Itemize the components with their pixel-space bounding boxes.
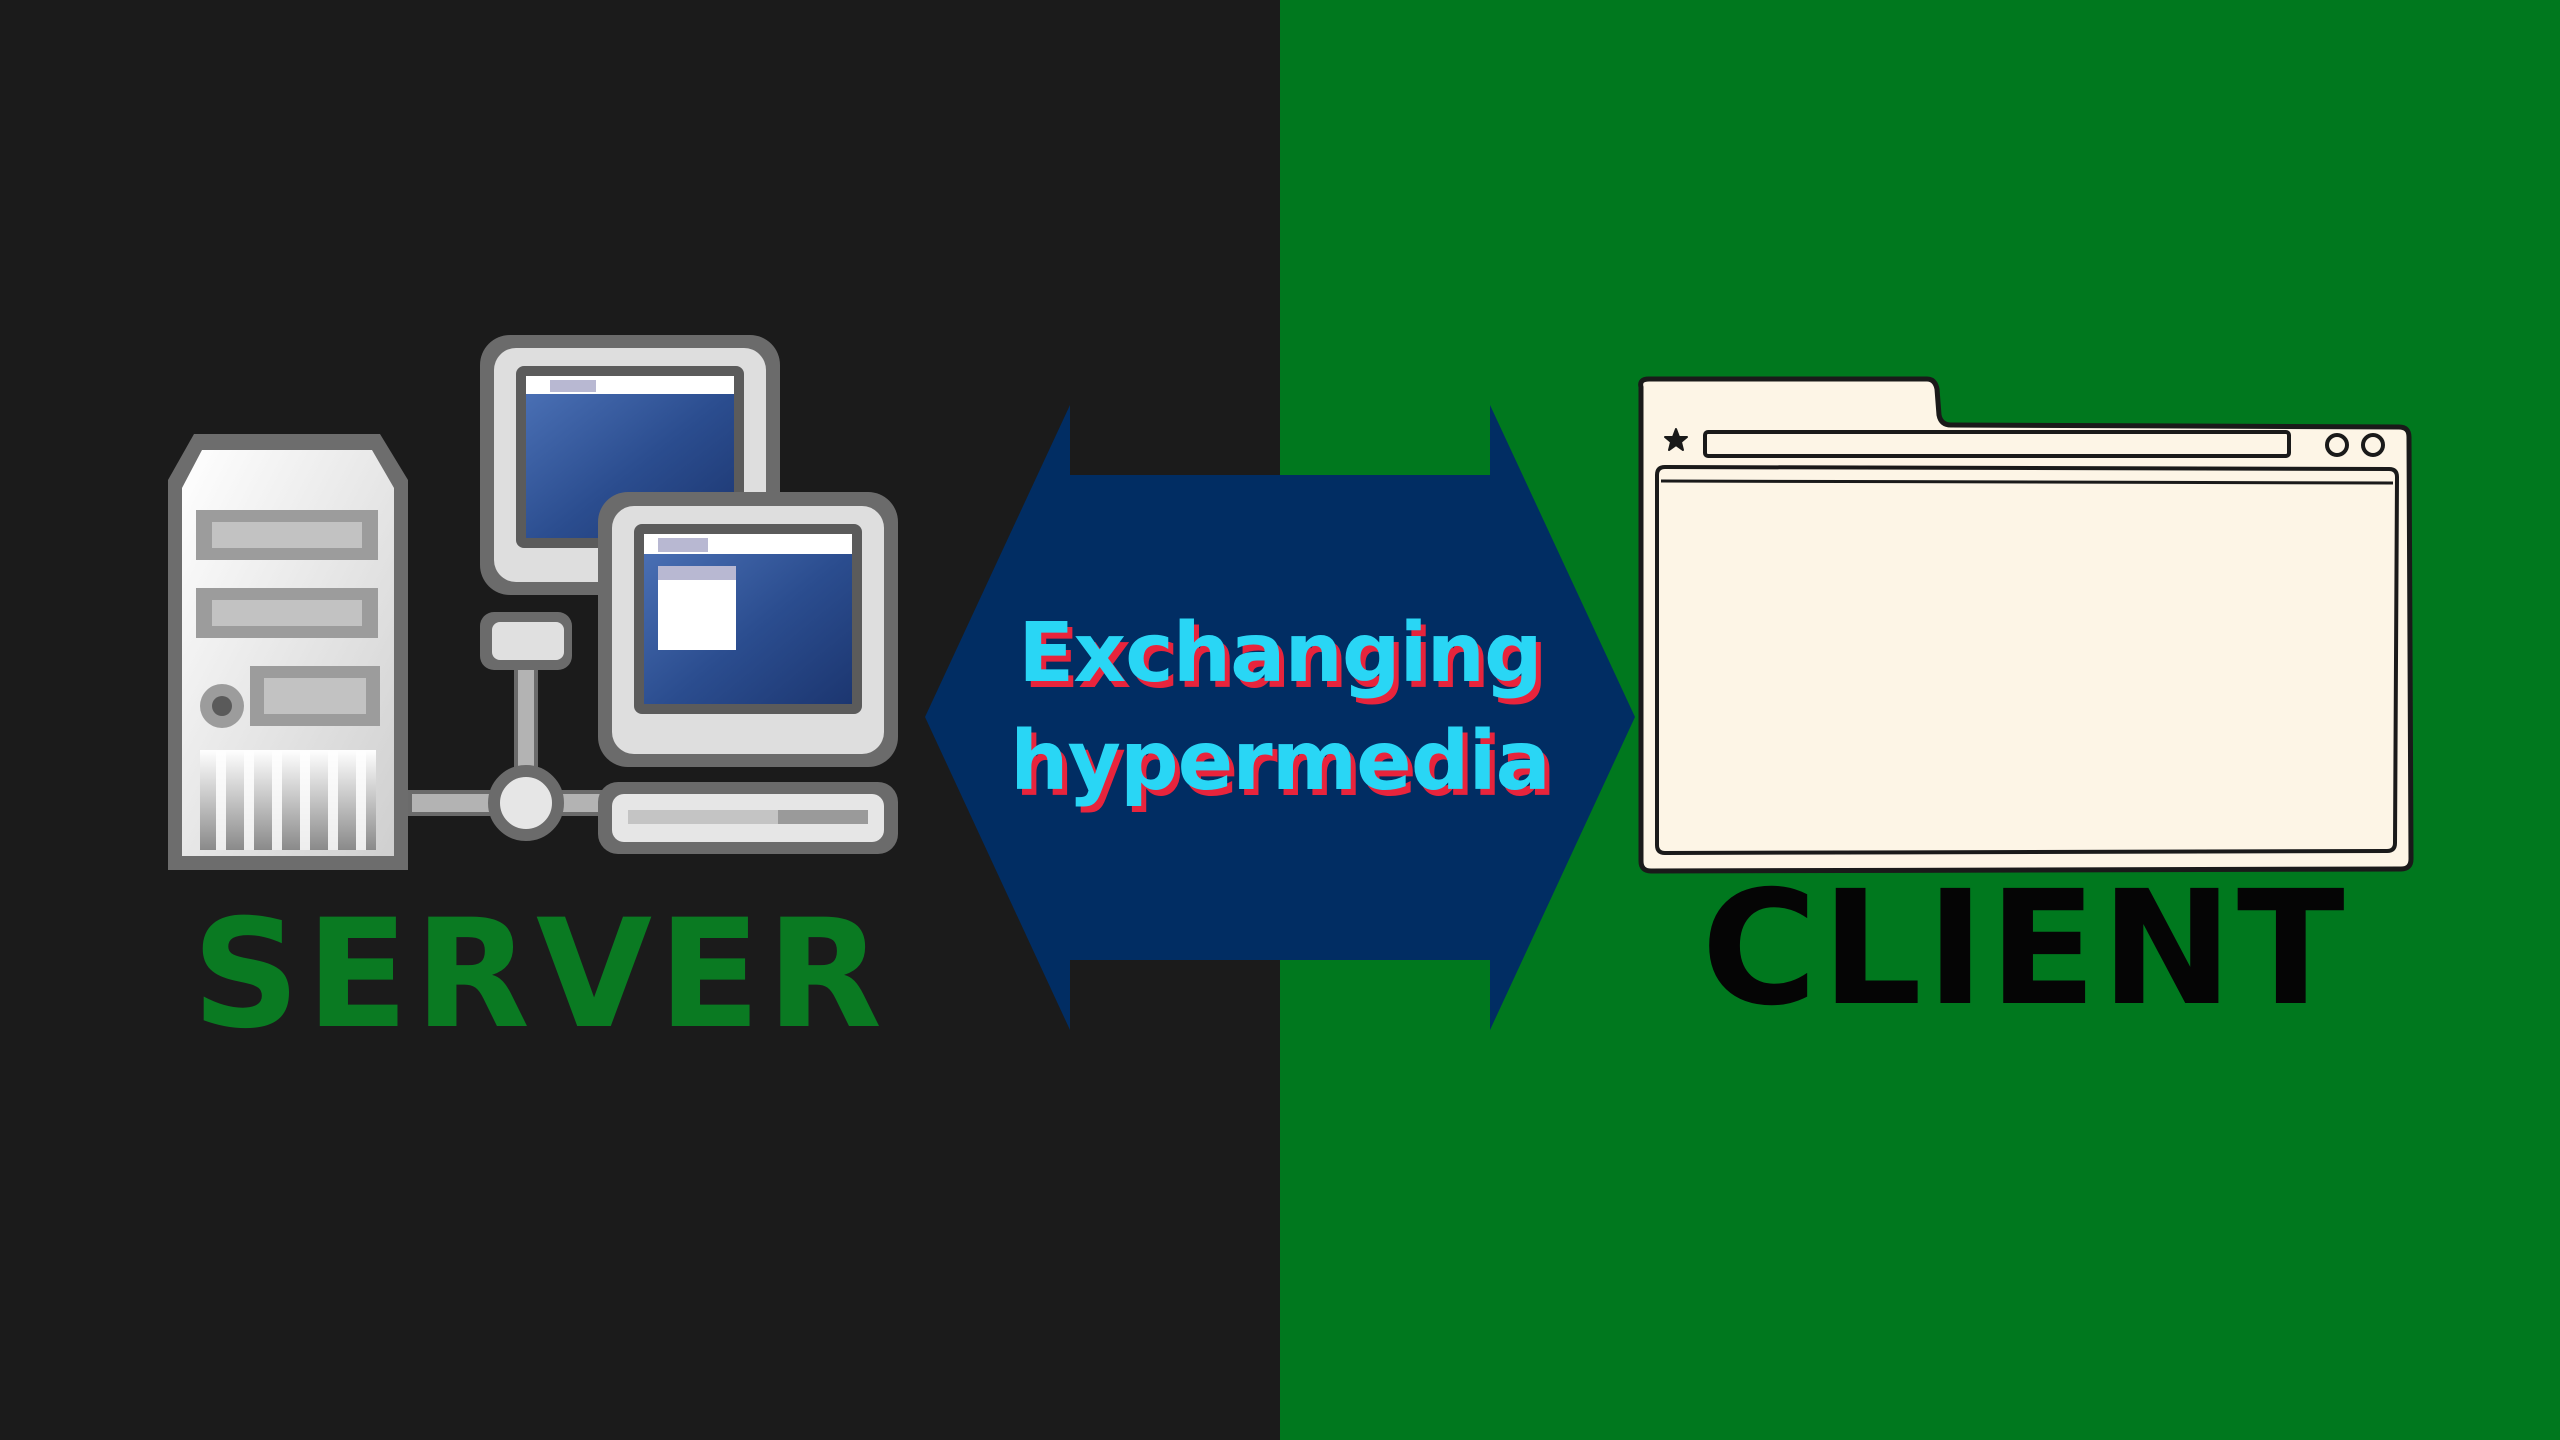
browser-window-icon: [1638, 376, 2414, 874]
client-label: CLIENT: [1701, 857, 2349, 1041]
exchange-caption: Exchanging hypermedia: [925, 600, 1635, 816]
double-arrow-icon: [925, 405, 1635, 1030]
exchange-caption-line1: Exchanging: [1018, 606, 1542, 701]
server-label: SERVER: [191, 888, 889, 1062]
exchange-caption-line2: hypermedia: [1010, 714, 1551, 809]
server-network-icon: [168, 335, 898, 870]
